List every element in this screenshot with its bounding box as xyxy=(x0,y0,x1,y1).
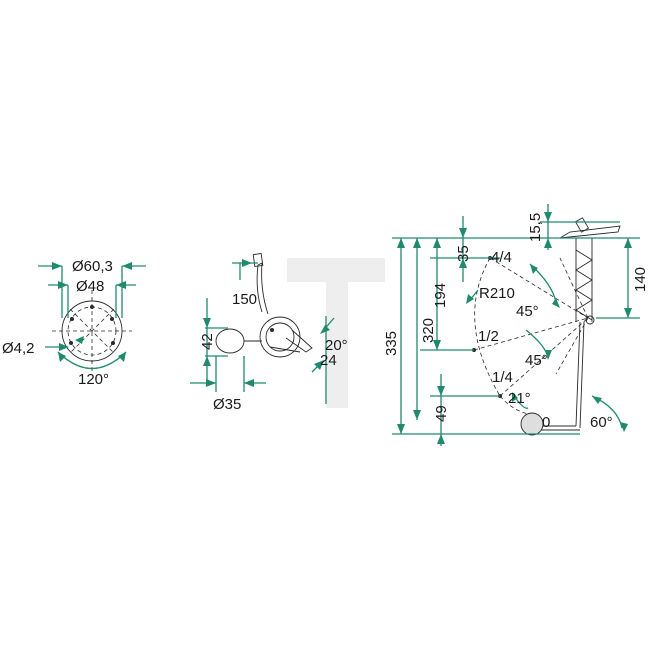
angle-60-label: 60° xyxy=(590,414,613,431)
radius-label: R210 xyxy=(479,285,515,302)
offset-24-label: 24 xyxy=(320,352,337,369)
dim-15-5-label: 15,5 xyxy=(527,213,544,242)
dim-140-label: 140 xyxy=(632,267,649,292)
float-ball xyxy=(520,412,544,436)
front-view: 335 320 194 35 49 15,5 140 xyxy=(383,204,649,446)
watermark-logo xyxy=(287,258,385,408)
swing-arc xyxy=(474,257,501,397)
flange-view: Ø60,3 Ø48 Ø4,2 120° xyxy=(2,258,146,388)
dim-335-label: 335 xyxy=(383,331,400,356)
angle-45-lower-label: 45° xyxy=(525,352,548,369)
dia-hole-label: Ø4,2 xyxy=(2,340,35,357)
side-view: 150 42 Ø35 20° 24 xyxy=(190,252,348,413)
dim-49-label: 49 xyxy=(433,405,450,422)
angle-45-upper-label: 45° xyxy=(516,303,539,320)
mark-quarter-label: 1/4 xyxy=(492,369,513,386)
angle-20-label: 20° xyxy=(325,337,348,354)
mark-full-label: 4/4 xyxy=(491,249,512,266)
dia-35-label: Ø35 xyxy=(213,396,241,413)
bolt-hole xyxy=(69,341,73,345)
dia-outer-label: Ø60,3 xyxy=(72,258,113,275)
dim-35-label: 35 xyxy=(455,245,472,262)
connector xyxy=(252,252,264,268)
height-42-label: 42 xyxy=(199,333,216,350)
dim-320-label: 320 xyxy=(420,318,437,343)
bolt-hole xyxy=(110,317,114,321)
bolt-hole xyxy=(70,317,74,321)
bolt-hole xyxy=(90,305,94,309)
angle-21-label: 21° xyxy=(508,390,531,407)
length-150-label: 150 xyxy=(232,291,257,308)
sender-head xyxy=(559,225,621,239)
dim-194-label: 194 xyxy=(432,283,449,308)
bolt-hole xyxy=(111,341,115,345)
mark-empty-label: 0 xyxy=(542,414,550,431)
float-body xyxy=(215,328,245,354)
lever-frame xyxy=(575,249,593,321)
mark-half-label: 1/2 xyxy=(478,328,499,345)
dia-bolt-label: Ø48 xyxy=(76,278,104,295)
angle-120-label: 120° xyxy=(78,371,109,388)
